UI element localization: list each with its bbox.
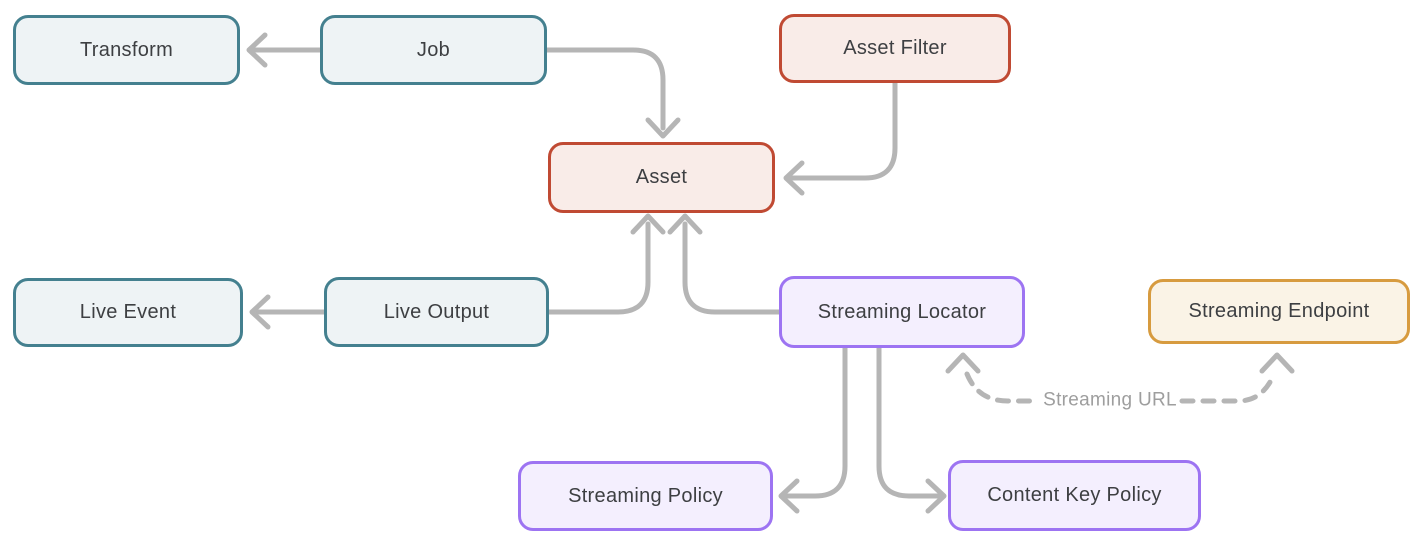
- node-streaming-locator-label: Streaming Locator: [817, 300, 987, 323]
- node-asset-filter-label: Asset Filter: [843, 37, 947, 59]
- edge-job-to-asset: [544, 47, 681, 139]
- node-streaming-policy: Streaming Policy: [518, 461, 773, 531]
- edge-streaming-locator-to-content-key-policy: [876, 345, 947, 514]
- edge-job-to-transform: [246, 32, 323, 68]
- node-content-key-policy: Content Key Policy: [948, 460, 1201, 531]
- node-live-output: Live Output: [324, 277, 549, 347]
- node-job-label: Job: [416, 38, 451, 61]
- node-transform: Transform: [13, 15, 240, 85]
- edge-live-output-to-asset: [546, 213, 666, 315]
- node-live-output-label: Live Output: [383, 300, 490, 323]
- node-streaming-policy-label: Streaming Policy: [568, 484, 723, 507]
- node-job: Job: [320, 15, 547, 85]
- node-asset-label: Asset: [635, 166, 688, 188]
- node-live-event: Live Event: [13, 278, 243, 347]
- edge-asset-filter-to-asset: [783, 80, 898, 196]
- edge-live-output-to-live-event: [249, 294, 327, 330]
- edge-streaming-locator-to-streaming-policy: [778, 345, 848, 514]
- node-asset: Asset: [548, 142, 775, 213]
- streaming-url-edge-label: Streaming URL: [1043, 389, 1177, 411]
- node-content-key-policy-label: Content Key Policy: [987, 484, 1162, 506]
- node-streaming-locator: Streaming Locator: [779, 276, 1025, 348]
- node-asset-filter: Asset Filter: [779, 14, 1011, 83]
- node-streaming-endpoint: Streaming Endpoint: [1148, 279, 1410, 344]
- node-transform-label: Transform: [79, 38, 174, 61]
- edge-streaming-locator-to-asset: [667, 213, 782, 315]
- node-streaming-endpoint-label: Streaming Endpoint: [1188, 300, 1370, 322]
- node-live-event-label: Live Event: [79, 301, 177, 323]
